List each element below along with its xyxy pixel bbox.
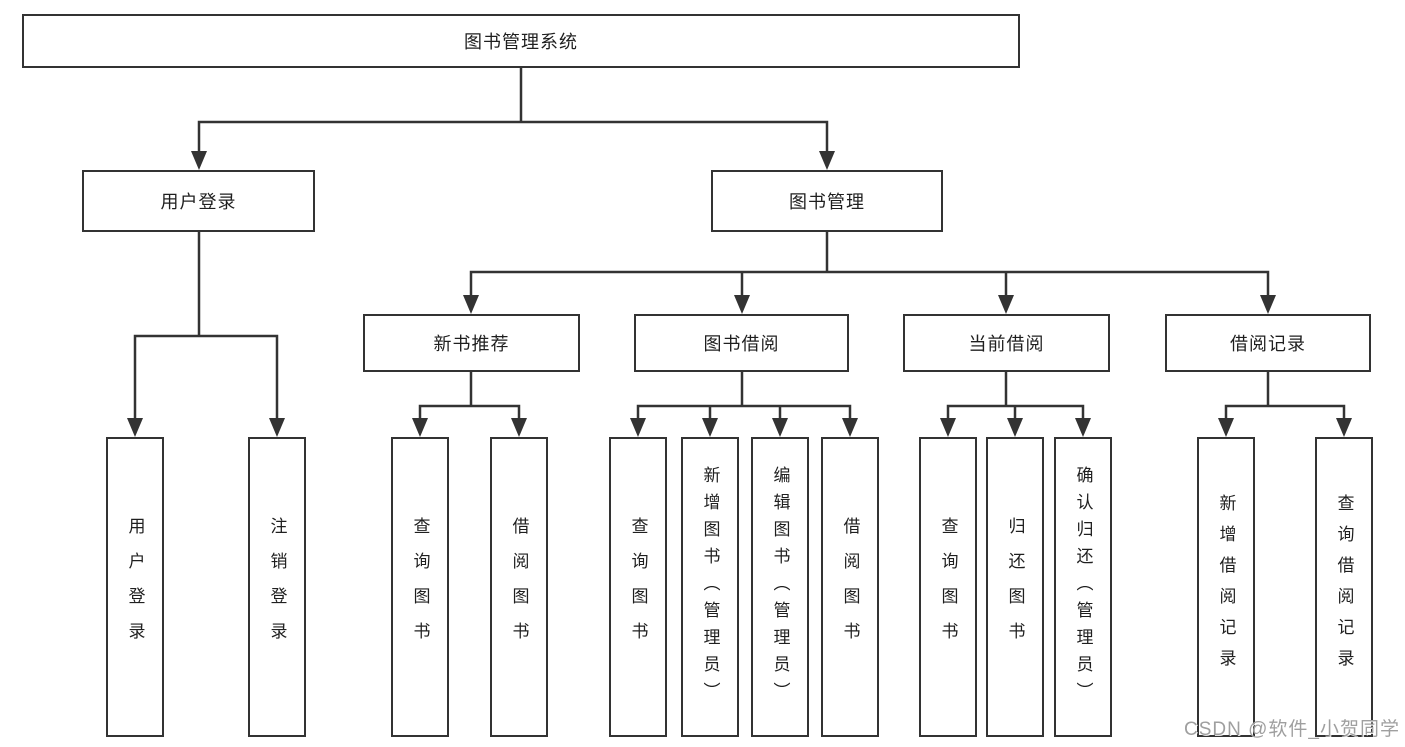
wire-root-to-level2 (197, 66, 829, 156)
arrowhead (511, 418, 527, 437)
leaf-logout: 注销登录 (248, 437, 306, 737)
arrowhead (734, 295, 750, 314)
arrowhead (127, 418, 143, 437)
wire-current-borrow-to-leaves (946, 370, 1085, 423)
leaf-user-login: 用户登录 (106, 437, 164, 737)
arrowhead (463, 295, 479, 314)
arrowhead (940, 418, 956, 437)
arrowhead (1007, 418, 1023, 437)
csdn-watermark: CSDN @软件_小贺同学 (1184, 719, 1400, 740)
arrowhead (1336, 418, 1352, 437)
arrowhead (191, 151, 207, 170)
wire-book-borrow-to-leaves (636, 370, 852, 423)
wire-borrow-record-to-leaves (1224, 370, 1346, 423)
leaf-query-book-recommend: 查询图书 (391, 437, 449, 737)
arrowhead (772, 418, 788, 437)
leaf-query-book-current: 查询图书 (919, 437, 977, 737)
leaf-borrow-book: 借阅图书 (821, 437, 879, 737)
leaf-add-book-admin: 新增图书（管理员） (681, 437, 739, 737)
leaf-return-book: 归还图书 (986, 437, 1044, 737)
arrowhead (1218, 418, 1234, 437)
node-user-login: 用户登录 (82, 170, 315, 232)
leaf-add-borrow-record: 新增借阅记录 (1197, 437, 1255, 737)
wire-book-mgmt-to-level3 (469, 230, 1270, 300)
arrowhead (702, 418, 718, 437)
wire-new-rec-to-leaves (418, 370, 521, 423)
arrowhead (998, 295, 1014, 314)
arrowhead (269, 418, 285, 437)
arrowhead (1075, 418, 1091, 437)
arrowhead (819, 151, 835, 170)
arrowhead (412, 418, 428, 437)
connector-lines (133, 66, 1346, 423)
node-root-library-system: 图书管理系统 (22, 14, 1020, 68)
node-book-borrow: 图书借阅 (634, 314, 849, 372)
leaf-borrow-book-recommend: 借阅图书 (490, 437, 548, 737)
arrowhead (630, 418, 646, 437)
arrowheads (127, 151, 1352, 437)
leaf-query-book-borrow: 查询图书 (609, 437, 667, 737)
node-book-management: 图书管理 (711, 170, 943, 232)
node-borrow-record: 借阅记录 (1165, 314, 1371, 372)
arrowhead (842, 418, 858, 437)
arrowhead (1260, 295, 1276, 314)
leaf-edit-book-admin: 编辑图书（管理员） (751, 437, 809, 737)
wire-user-login-to-leaves (133, 230, 279, 423)
leaf-confirm-return-admin: 确认归还（管理员） (1054, 437, 1112, 737)
node-current-borrow: 当前借阅 (903, 314, 1110, 372)
node-new-book-recommend: 新书推荐 (363, 314, 580, 372)
leaf-query-borrow-record: 查询借阅记录 (1315, 437, 1373, 737)
